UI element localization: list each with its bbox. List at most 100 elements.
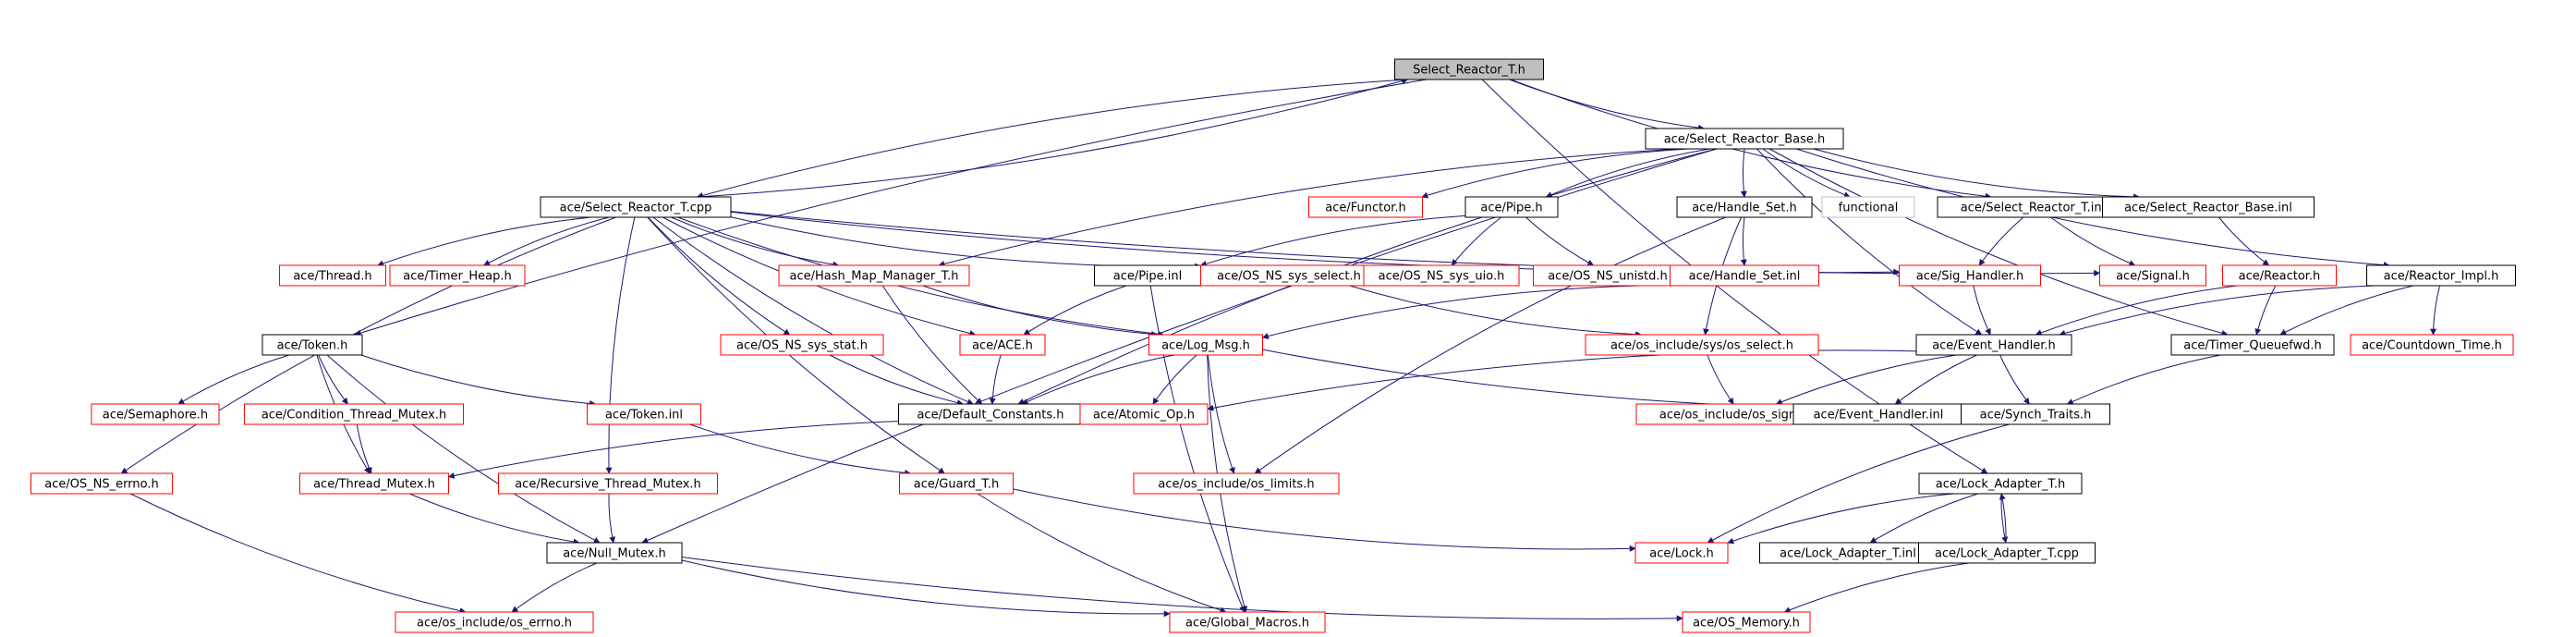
node-box: [1363, 264, 1520, 287]
node-pipe-h[interactable]: ace/Pipe.h: [1464, 196, 1559, 218]
node-os-include-os-limits-h[interactable]: ace/os_include/os_limits.h: [1133, 472, 1340, 495]
node-os-ns-sys-stat-h[interactable]: ace/OS_NS_sys_stat.h: [720, 334, 884, 356]
node-token-inl[interactable]: ace/Token.inl: [587, 403, 701, 425]
node-functor-h[interactable]: ace/Functor.h: [1308, 196, 1423, 218]
node-label: ace/Default_Constants.h: [917, 409, 1063, 423]
node-token-h[interactable]: ace/Token.h: [261, 334, 363, 356]
node-label: ace/os_include/os_limits.h: [1158, 478, 1314, 492]
node-label: ace/Pipe.inl: [1113, 270, 1183, 284]
edge-select_reactor_t_cpp-to-default_constants_h: [652, 216, 974, 405]
node-os-include-sys-os-select-h[interactable]: ace/os_include/sys/os_select.h: [1585, 334, 1819, 356]
edge-select_reactor_t_cpp-to-os_ns_sys_stat_h: [647, 216, 791, 336]
edge-null_mutex_h-to-os_memory_h: [681, 556, 1683, 622]
node-box: [1394, 58, 1544, 80]
node-select-reactor-t-inl[interactable]: ace/Select_Reactor_T.inl: [1937, 196, 2129, 218]
node-label: ace/Select_Reactor_Base.inl: [2124, 202, 2292, 215]
node-recursive-thread-mutex-h[interactable]: ace/Recursive_Thread_Mutex.h: [498, 472, 718, 495]
node-ace-h[interactable]: ace/ACE.h: [959, 334, 1046, 356]
node-event-handler-inl[interactable]: ace/Event_Handler.inl: [1792, 403, 1964, 425]
node-box: [2366, 264, 2516, 287]
node-guard-t-h[interactable]: ace/Guard_T.h: [899, 472, 1014, 495]
edge-condition_thread_mutex_h-to-thread_mutex_h: [356, 423, 372, 474]
node-label: ace/Signal.h: [2116, 270, 2190, 284]
edge-os_include_sys_os_select_h-to-os_include_os_signal_h: [1707, 354, 1734, 405]
node-timer-heap-h[interactable]: ace/Timer_Heap.h: [389, 264, 526, 287]
edge-event_handler_h-to-os_include_os_signal_h: [1775, 354, 1957, 405]
node-lock-h[interactable]: ace/Lock.h: [1634, 542, 1729, 564]
node-box: [540, 196, 732, 218]
node-select-reactor-t-cpp[interactable]: ace/Select_Reactor_T.cpp: [540, 196, 732, 218]
node-log-msg-h[interactable]: ace/Log_Msg.h: [1148, 334, 1263, 356]
edge-timer_queuefwd_h-to-synch_traits_h: [2066, 354, 2221, 405]
edge-select_reactor_base_h-to-hash_map_manager_t_h: [938, 148, 1681, 267]
node-os-ns-sys-select-h[interactable]: ace/OS_NS_sys_select.h: [1200, 264, 1378, 287]
node-semaphore-h[interactable]: ace/Semaphore.h: [91, 403, 220, 425]
edge-reactor_h-to-event_handler_h: [2035, 285, 2238, 337]
edge-log_msg_h-to-synch_traits_h: [1262, 349, 1962, 411]
node-box: [546, 542, 683, 564]
edge-event_handler_h-to-synch_traits_h: [1999, 354, 2030, 405]
node-reactor-impl-h[interactable]: ace/Reactor_Impl.h: [2366, 264, 2516, 287]
node-select-reactor-base-inl[interactable]: ace/Select_Reactor_Base.inl: [2102, 196, 2315, 218]
node-os-include-os-errno-h[interactable]: ace/os_include/os_errno.h: [395, 611, 594, 633]
node-handle-set-h[interactable]: ace/Handle_Set.h: [1676, 196, 1813, 218]
node-box: [1682, 611, 1811, 633]
node-label: ace/Synch_Traits.h: [1980, 409, 2092, 423]
node-null-mutex-h[interactable]: ace/Null_Mutex.h: [546, 542, 683, 564]
node-box: [1961, 403, 2110, 425]
node-reactor-h[interactable]: ace/Reactor.h: [2222, 264, 2337, 287]
node-box: [299, 472, 449, 495]
node-condition-thread-mutex-h[interactable]: ace/Condition_Thread_Mutex.h: [244, 403, 464, 425]
node-countdown-time-h[interactable]: ace/Countdown_Time.h: [2350, 334, 2514, 356]
node-lock-adapter-t-inl[interactable]: ace/Lock_Adapter_T.inl: [1759, 542, 1937, 564]
node-lock-adapter-t-cpp[interactable]: ace/Lock_Adapter_T.cpp: [1918, 542, 2096, 564]
node-box: [778, 264, 970, 287]
edge-select_reactor_t_inl-to-signal_h: [2050, 216, 2136, 266]
node-label: ace/Timer_Queuefwd.h: [2183, 339, 2321, 353]
node-synch-traits-h[interactable]: ace/Synch_Traits.h: [1961, 403, 2110, 425]
edge-pipe_h-to-os_ns_unistd_h: [1525, 216, 1595, 266]
edge-null_mutex_h-to-global_macros_h: [681, 559, 1171, 618]
node-os-ns-errno-h[interactable]: ace/OS_NS_errno.h: [30, 472, 173, 495]
node-label: ace/Reactor.h: [2239, 270, 2321, 284]
node-box: [1585, 334, 1819, 356]
edge-token_inl-to-guard_t_h: [689, 423, 912, 476]
node-atomic-op-h[interactable]: ace/Atomic_Op.h: [1079, 403, 1209, 425]
node-label: ace/Lock_Adapter_T.h: [1936, 478, 2065, 492]
node-box: [244, 403, 464, 425]
node-label: ace/OS_NS_sys_uio.h: [1379, 270, 1505, 284]
node-sig-handler-h[interactable]: ace/Sig_Handler.h: [1899, 264, 2041, 287]
node-thread-mutex-h[interactable]: ace/Thread_Mutex.h: [299, 472, 449, 495]
node-default-constants-h[interactable]: ace/Default_Constants.h: [898, 403, 1083, 425]
node-label: ace/Hash_Map_Manager_T.h: [790, 270, 959, 284]
node-timer-queuefwd-h[interactable]: ace/Timer_Queuefwd.h: [2170, 334, 2335, 356]
node-global-macros-h[interactable]: ace/Global_Macros.h: [1169, 611, 1326, 633]
edge-atomic_op_h-to-thread_mutex_h: [447, 418, 1081, 479]
edge-select_reactor_base_h-to-timer_queuefwd_h: [1768, 148, 2229, 337]
node-os-memory-h[interactable]: ace/OS_Memory.h: [1682, 611, 1811, 633]
node-thread-h[interactable]: ace/Thread.h: [279, 264, 386, 287]
node-box: [2222, 264, 2337, 287]
node-label: ace/Event_Handler.h: [1932, 339, 2056, 353]
node-label: ace/ACE.h: [972, 339, 1033, 353]
node-pipe-inl[interactable]: ace/Pipe.inl: [1094, 264, 1201, 287]
node-select-reactor-base-h[interactable]: ace/Select_Reactor_Base.h: [1645, 128, 1844, 150]
node-functional: functional: [1821, 196, 1915, 218]
node-hash-map-manager-t-h[interactable]: ace/Hash_Map_Manager_T.h: [778, 264, 970, 287]
edge-pipe_h-to-pipe_inl: [1199, 214, 1466, 267]
edge-os_ns_sys_stat_h-to-default_constants_h: [829, 354, 964, 406]
node-os-ns-sys-uio-h[interactable]: ace/OS_NS_sys_uio.h: [1363, 264, 1520, 287]
node-os-include-os-signal-h[interactable]: ace/os_include/os_signal.h: [1635, 403, 1842, 425]
node-box: [1634, 542, 1729, 564]
node-event-handler-h[interactable]: ace/Event_Handler.h: [1915, 334, 2072, 356]
node-handle-set-inl[interactable]: ace/Handle_Set.inl: [1670, 264, 1819, 287]
edge-token_h-to-condition_thread_mutex_h: [318, 354, 348, 405]
node-box: [498, 472, 718, 495]
node-box: [1148, 334, 1263, 356]
node-signal-h[interactable]: ace/Signal.h: [2099, 264, 2206, 287]
edge-select_reactor_t_cpp-to-timer_heap_h: [483, 216, 610, 266]
edge-select_reactor_base_h-to-event_handler_h: [1756, 148, 1983, 336]
node-os-ns-unistd-h[interactable]: ace/OS_NS_unistd.h: [1533, 264, 1683, 287]
node-label: ace/Condition_Thread_Mutex.h: [261, 409, 446, 423]
node-lock-adapter-t-h[interactable]: ace/Lock_Adapter_T.h: [1918, 472, 2083, 495]
